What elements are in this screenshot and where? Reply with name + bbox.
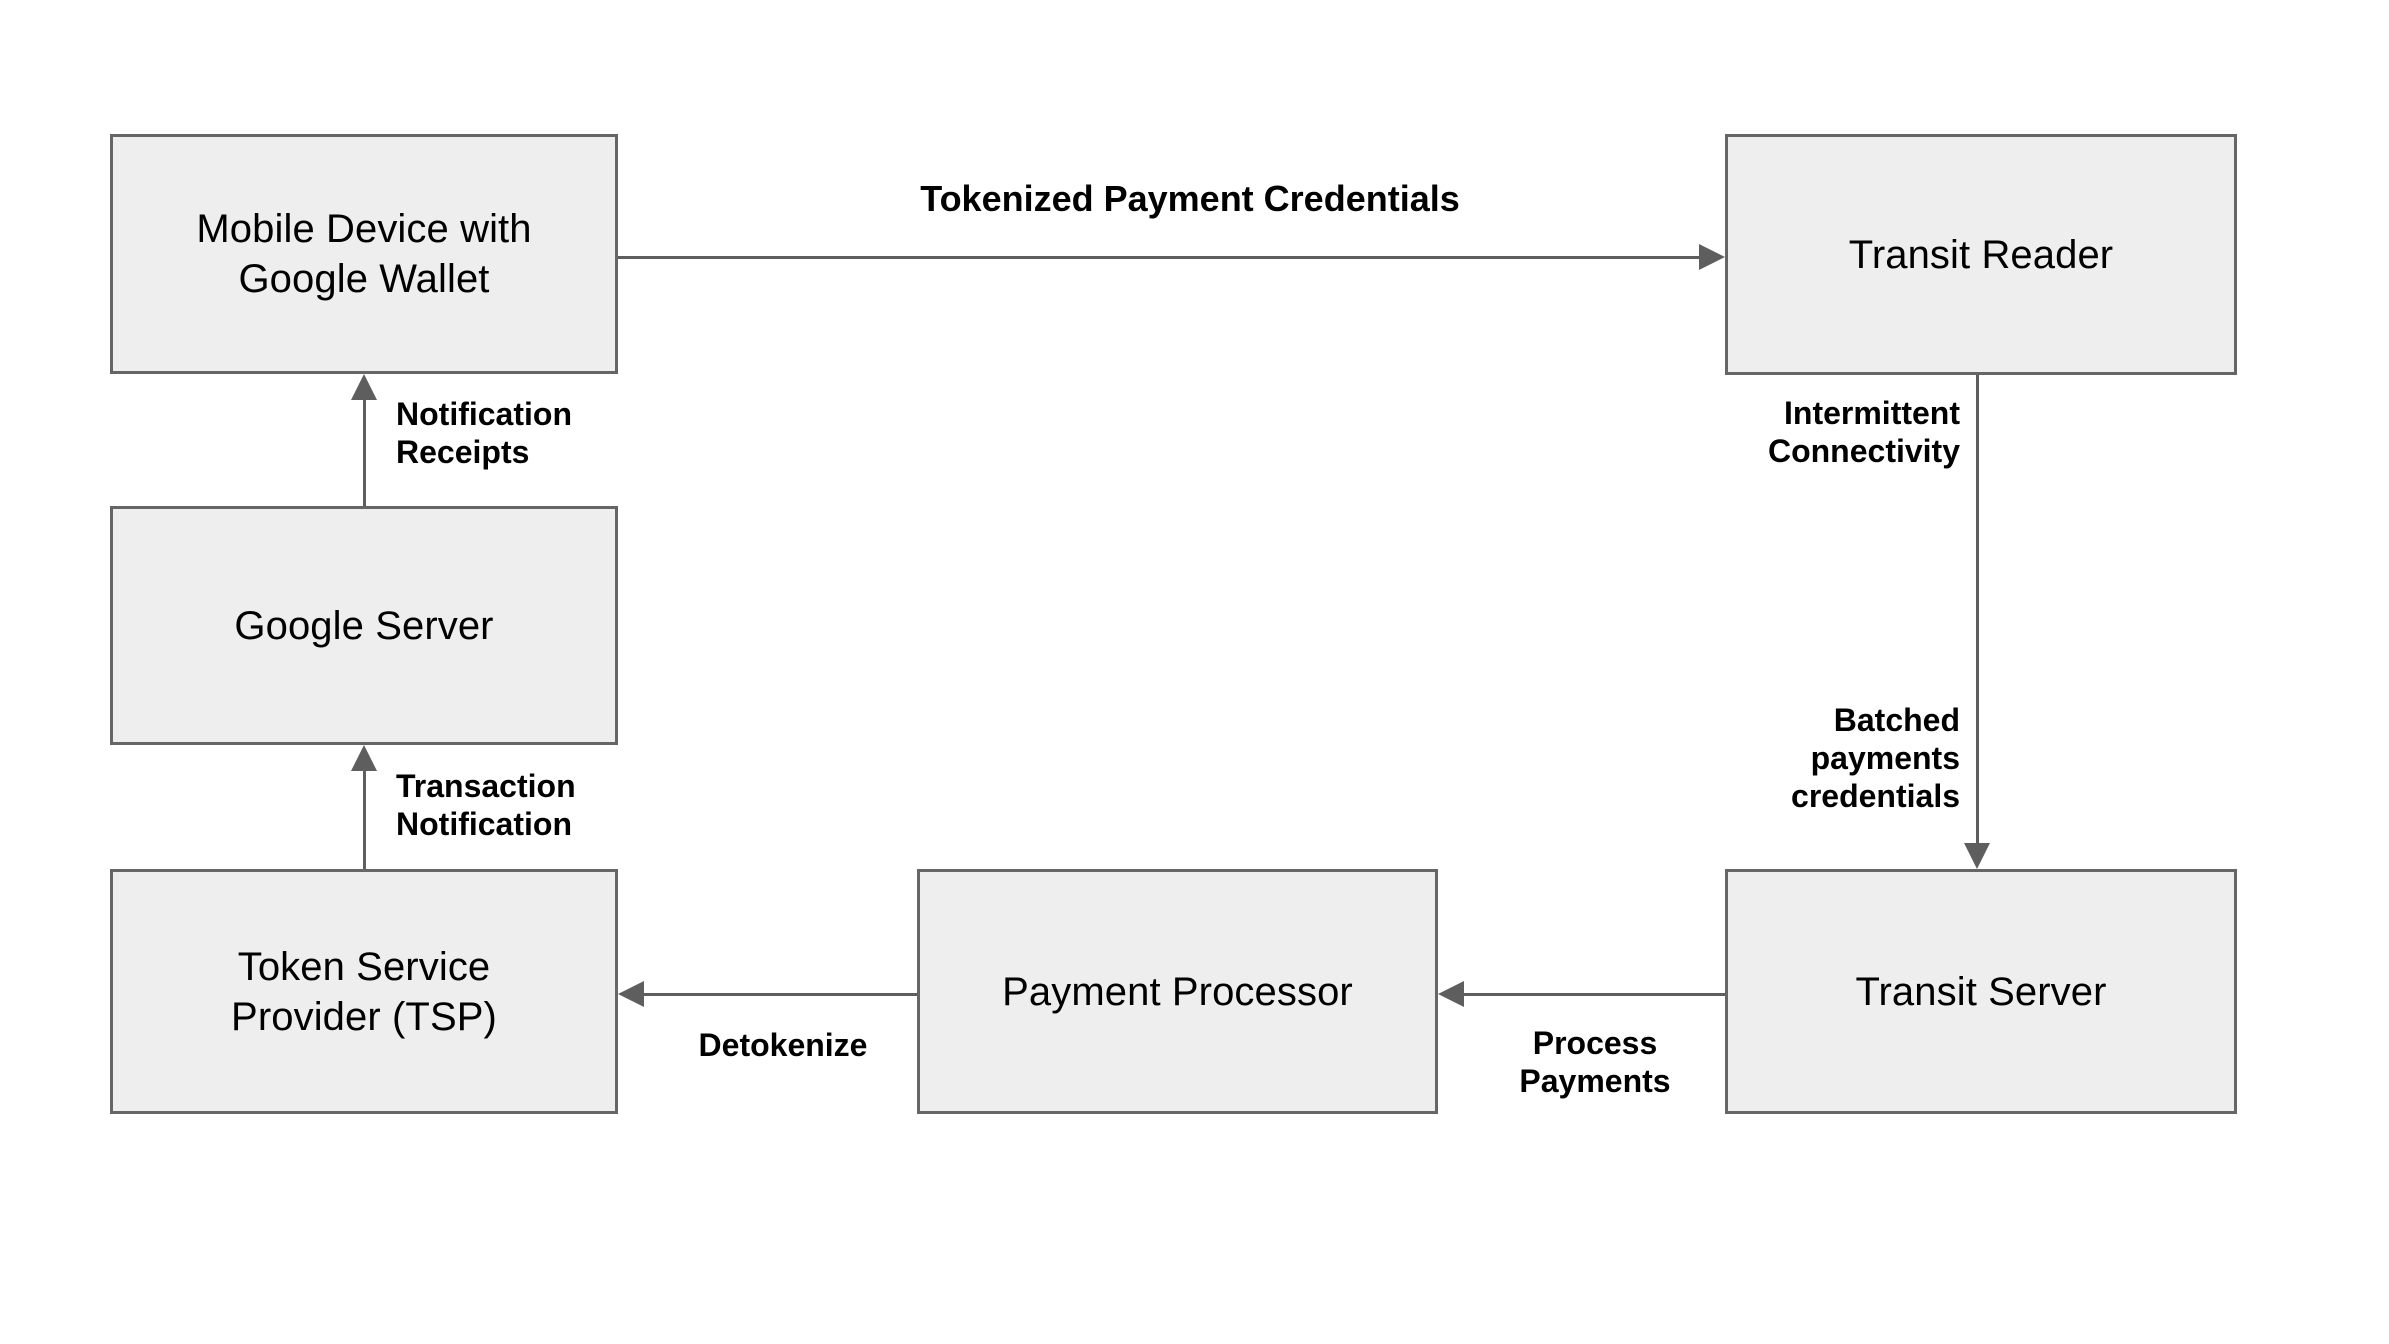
edge-batched-payments-label: Batched payments credentials [1791, 702, 1960, 814]
edge-tsp-to-google-arrowhead [351, 745, 377, 771]
edge-google-to-mobile-arrowhead [351, 374, 377, 400]
edge-reader-to-server-arrowhead [1964, 843, 1990, 869]
node-mobile-device[interactable]: Mobile Device with Google Wallet [110, 134, 618, 374]
edge-server-to-processor-arrowhead [1438, 981, 1464, 1007]
edge-server-to-processor-label: Process Payments [1519, 1025, 1671, 1099]
edge-reader-to-server-label: Intermittent Connectivity [1767, 395, 1960, 469]
edge-reader-to-server-line [1976, 375, 1979, 843]
node-transit-server-label: Transit Server [1855, 969, 2107, 1014]
node-transit-reader-label: Transit Reader [1848, 232, 2114, 277]
node-google-server[interactable]: Google Server [110, 506, 618, 745]
node-mobile-device-label: Mobile Device with Google Wallet [196, 207, 532, 301]
node-transit-server[interactable]: Transit Server [1725, 869, 2237, 1114]
node-token-service-provider-label: Token Service Provider (TSP) [231, 944, 497, 1039]
edge-server-to-processor-line [1464, 993, 1725, 996]
node-transit-reader[interactable]: Transit Reader [1725, 134, 2237, 375]
edge-tsp-to-google-line [363, 771, 366, 869]
node-payment-processor[interactable]: Payment Processor [917, 869, 1438, 1114]
edge-processor-to-tsp-arrowhead [618, 981, 644, 1007]
edge-mobile-to-reader-arrowhead [1699, 244, 1725, 270]
edge-mobile-to-reader-label: Tokenized Payment Credentials [920, 178, 1460, 219]
edge-tsp-to-google-label: Transaction Notification [396, 768, 576, 842]
edge-google-to-mobile-line [363, 400, 366, 506]
edge-mobile-to-reader-line [618, 256, 1703, 259]
edge-processor-to-tsp-line [644, 993, 917, 996]
node-payment-processor-label: Payment Processor [1002, 969, 1353, 1014]
node-token-service-provider[interactable]: Token Service Provider (TSP) [110, 869, 618, 1114]
node-google-server-label: Google Server [234, 603, 494, 648]
edge-processor-to-tsp-label: Detokenize [698, 1027, 868, 1063]
edge-google-to-mobile-label: Notification Receipts [396, 396, 572, 470]
